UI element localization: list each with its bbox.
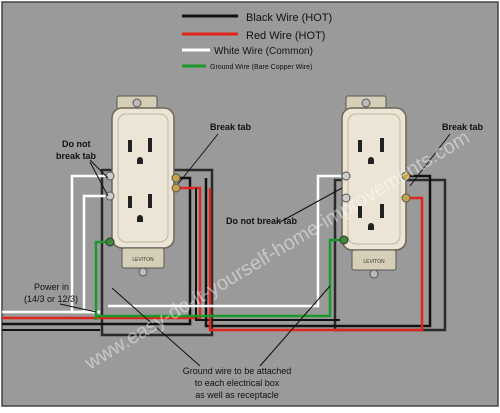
brand-mark: LEVITON xyxy=(132,257,154,263)
do-not-break-tab-center-label: Do not break tab xyxy=(226,216,298,226)
brass-screw-icon xyxy=(401,171,411,181)
ground-note-line2: to each electrical box xyxy=(195,378,280,388)
mounting-screw-icon xyxy=(132,98,142,108)
ground-wire-left xyxy=(94,240,108,320)
red-wire-run xyxy=(208,188,424,332)
ground-hole-icon xyxy=(137,157,143,164)
green-ground-screw-icon xyxy=(105,237,115,247)
legend-white-label: White Wire (Common) xyxy=(214,46,313,57)
ground-wire-run xyxy=(96,238,344,318)
white-wire-left-lower xyxy=(82,194,108,314)
legend: Black Wire (HOT) Red Wire (HOT) White Wi… xyxy=(182,12,332,71)
gray-panel xyxy=(1,1,499,407)
power-in-line1: Power in xyxy=(34,282,69,292)
slot-icon xyxy=(380,138,384,152)
green-ground-screw-icon xyxy=(339,235,349,245)
do-not-break-tab-left-line1: Do not xyxy=(62,139,91,149)
break-tab-left-label: Break tab xyxy=(210,122,252,132)
slot-icon xyxy=(358,206,362,218)
legend-green-label: Ground Wire (Bare Copper Wire) xyxy=(210,64,312,71)
black-wire-left xyxy=(100,176,192,326)
annotations: Do not break tab Break tab Break tab Do … xyxy=(56,122,484,226)
silver-screw-icon xyxy=(341,193,351,203)
ground-hole-icon xyxy=(368,223,374,230)
slot-icon xyxy=(128,196,132,208)
inter-box-cable xyxy=(96,174,432,332)
white-wire-run xyxy=(108,174,346,308)
legend-red-label: Red Wire (HOT) xyxy=(246,30,325,42)
brass-screw-icon xyxy=(171,173,181,183)
mounting-screw-icon xyxy=(138,267,148,277)
ground-note-line3: as well as receptacle xyxy=(195,390,279,400)
black-jumper xyxy=(195,188,340,321)
legend-black-label: Black Wire (HOT) xyxy=(246,12,332,24)
ground-note-line1: Ground wire to be attached xyxy=(183,366,292,376)
slot-icon xyxy=(148,194,152,208)
ground-hole-icon xyxy=(137,215,143,222)
brass-screw-icon xyxy=(171,183,181,193)
slot-icon xyxy=(380,204,384,218)
silver-screw-icon xyxy=(105,171,115,181)
receptacle-body xyxy=(111,107,175,249)
slot-icon xyxy=(148,138,152,152)
right-receptacle: LEVITON xyxy=(339,95,411,279)
left-receptacle: LEVITON xyxy=(105,95,181,277)
brand-mark: LEVITON xyxy=(363,259,385,265)
power-in-line2: (14/3 or 12/3) xyxy=(24,294,78,304)
slot-icon xyxy=(358,140,362,152)
red-wire-left xyxy=(100,186,202,320)
black-wire-run xyxy=(204,174,432,328)
ground-hole-icon xyxy=(368,157,374,164)
leader-lines xyxy=(59,133,451,367)
silver-screw-icon xyxy=(105,191,115,201)
power-in-labels: Power in (14/3 or 12/3) xyxy=(24,282,78,304)
break-tab-right-label: Break tab xyxy=(442,122,484,132)
mounting-screw-icon xyxy=(369,269,379,279)
ground-note: Ground wire to be attached to each elect… xyxy=(183,366,292,400)
left-box-wiring xyxy=(70,174,202,326)
silver-screw-icon xyxy=(341,171,351,181)
mounting-screw-icon xyxy=(361,98,371,108)
do-not-break-tab-left-line2: break tab xyxy=(56,151,97,161)
brass-screw-icon xyxy=(401,193,411,203)
slot-icon xyxy=(128,140,132,152)
